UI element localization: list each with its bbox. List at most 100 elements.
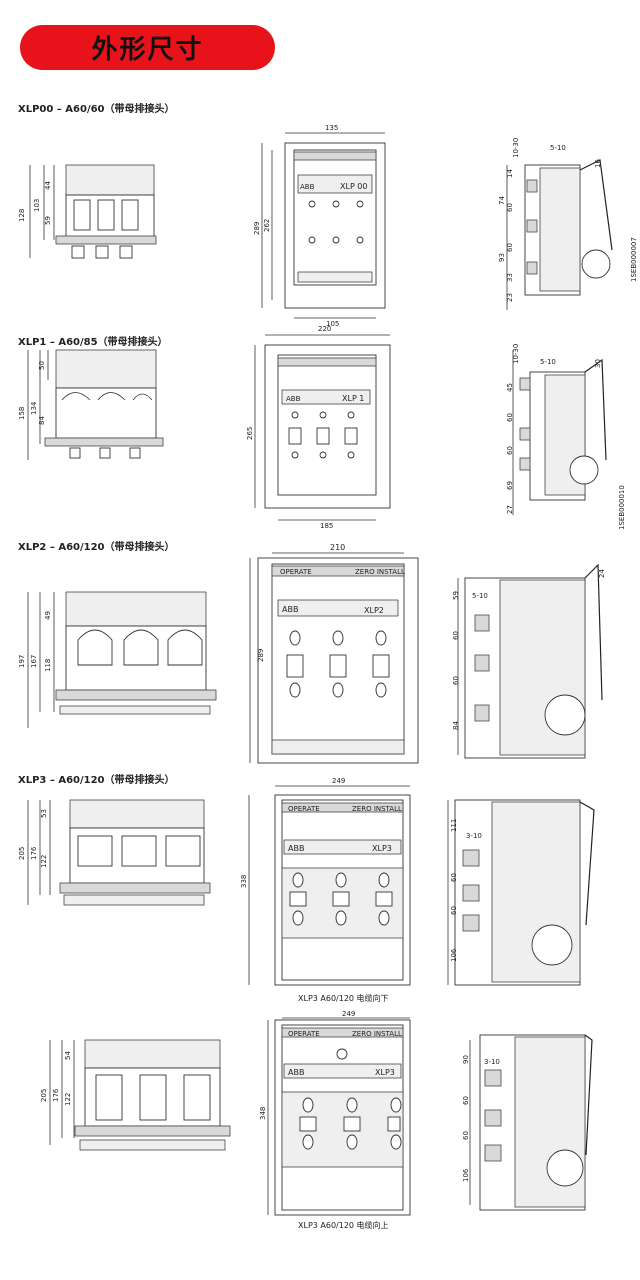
svg-text:60: 60 — [506, 413, 514, 422]
section-banner: 外形尺寸 — [20, 25, 275, 70]
xlp00-side-view: 128 103 44 59 — [18, 164, 157, 259]
svg-text:49: 49 — [44, 611, 52, 620]
svg-text:90: 90 — [462, 1055, 470, 1064]
svg-text:197: 197 — [18, 655, 26, 668]
svg-text:185: 185 — [320, 522, 333, 530]
xlp1-front-view: ABB XLP 1 220 185 265 — [246, 325, 391, 530]
svg-text:14: 14 — [506, 169, 514, 178]
xlp1-code: 1SEB000010 — [618, 485, 626, 530]
section-title-xlp2: XLP2 – A60/120（带母排接头） — [18, 542, 175, 553]
svg-text:60: 60 — [462, 1096, 470, 1105]
xlp00-dim-c: 59 — [44, 216, 52, 225]
xlp00-dim-width-bottom: 105 — [326, 320, 339, 328]
xlp00-dim-width-top: 135 — [325, 124, 338, 132]
svg-text:ZERO INSTALL: ZERO INSTALL — [355, 568, 405, 576]
svg-text:84: 84 — [452, 721, 460, 730]
svg-text:176: 176 — [30, 846, 38, 860]
svg-text:OPERATE: OPERATE — [280, 568, 312, 576]
svg-text:176: 176 — [52, 1088, 60, 1102]
svg-text:74: 74 — [498, 196, 506, 205]
svg-text:60: 60 — [450, 873, 458, 882]
caption-cable-down: XLP3 A60/120 电缆向下 — [298, 994, 389, 1003]
xlp1-right-view: 10-30 5-10 30 45 60 60 69 27 1SEB000010 — [506, 344, 626, 530]
xlp2-front-label: XLP2 — [364, 606, 384, 615]
svg-text:60: 60 — [506, 446, 514, 455]
svg-text:ABB: ABB — [286, 395, 301, 403]
svg-text:111: 111 — [450, 819, 458, 832]
svg-text:60: 60 — [452, 676, 460, 685]
svg-text:60: 60 — [450, 906, 458, 915]
svg-text:210: 210 — [330, 543, 345, 552]
svg-text:ABB: ABB — [288, 844, 304, 853]
svg-text:122: 122 — [40, 855, 48, 868]
svg-text:ZERO INSTALL: ZERO INSTALL — [352, 805, 402, 813]
svg-text:60: 60 — [452, 631, 460, 640]
svg-text:60: 60 — [506, 243, 514, 252]
svg-text:122: 122 — [64, 1093, 72, 1106]
xlp1-front-label: XLP 1 — [342, 394, 364, 403]
xlp2-front-view: OPERATE ZERO INSTALL ABB XLP2 210 289 — [249, 543, 419, 764]
svg-text:106: 106 — [462, 1168, 470, 1182]
svg-text:60: 60 — [506, 203, 514, 212]
svg-text:5-10: 5-10 — [472, 592, 488, 600]
svg-text:106: 106 — [450, 948, 458, 962]
svg-text:5-10: 5-10 — [540, 358, 556, 366]
svg-text:167: 167 — [30, 655, 38, 668]
section-title-xlp1: XLP1 – A60/85（带母排接头） — [18, 337, 168, 348]
xlp00-dim-h-outer: 289 — [253, 222, 261, 235]
banner-title: 外形尺寸 — [91, 35, 204, 65]
xlp3-up-front-view: OPERATE ZERO INSTALL ABB XLP3 249 348 — [259, 1010, 411, 1216]
svg-text:118: 118 — [44, 659, 52, 672]
svg-text:53: 53 — [40, 809, 48, 818]
xlp3-down-side-view: 205 176 53 122 — [18, 799, 211, 906]
svg-text:158: 158 — [18, 407, 26, 420]
section-title-xlp00: XLP00 – A60/60（带母排接头） — [18, 104, 175, 115]
svg-text:ABB: ABB — [282, 605, 298, 614]
xlp00-code: 1SEB000007 — [630, 237, 638, 282]
svg-text:249: 249 — [342, 1010, 355, 1018]
svg-text:3-10: 3-10 — [466, 832, 482, 840]
xlp3-up-front-label: XLP3 — [375, 1068, 395, 1077]
svg-text:OPERATE: OPERATE — [288, 1030, 320, 1038]
xlp00-dim-a: 103 — [33, 199, 41, 212]
caption-cable-up: XLP3 A60/120 电缆向上 — [298, 1221, 389, 1230]
svg-text:3-10: 3-10 — [484, 1058, 500, 1066]
svg-text:30: 30 — [594, 359, 602, 368]
xlp3-down-right-view: 111 3-10 60 60 106 — [447, 799, 595, 986]
svg-text:10-30: 10-30 — [512, 138, 520, 158]
svg-text:338: 338 — [240, 875, 248, 888]
svg-text:ZERO INSTALL: ZERO INSTALL — [352, 1030, 402, 1038]
svg-text:205: 205 — [18, 847, 26, 860]
xlp00-front-label: XLP 00 — [340, 182, 367, 191]
xlp2-right-view: 24 5-10 59 60 60 84 — [452, 563, 606, 759]
xlp2-side-view: 197 167 49 118 — [18, 591, 217, 728]
xlp3-up-side-view: 205 176 54 122 — [40, 1039, 231, 1151]
svg-text:220: 220 — [318, 325, 331, 333]
xlp00-dim-b: 44 — [44, 181, 52, 190]
svg-text:348: 348 — [259, 1107, 267, 1120]
svg-text:54: 54 — [64, 1051, 72, 1060]
xlp3-down-front-label: XLP3 — [372, 844, 392, 853]
svg-text:134: 134 — [30, 401, 38, 415]
svg-text:60: 60 — [462, 1131, 470, 1140]
xlp00-right-view: 10-30 5-10 16 14 74 60 60 93 33 23 1SEB0… — [498, 138, 638, 310]
svg-text:OPERATE: OPERATE — [288, 805, 320, 813]
svg-text:265: 265 — [246, 427, 254, 440]
svg-text:24: 24 — [598, 569, 606, 578]
svg-text:10-30: 10-30 — [512, 344, 520, 364]
svg-text:249: 249 — [332, 777, 345, 785]
svg-text:16: 16 — [594, 159, 602, 168]
svg-text:84: 84 — [38, 416, 46, 425]
svg-text:69: 69 — [506, 481, 514, 490]
svg-text:27: 27 — [506, 505, 514, 514]
xlp3-up-right-view: 90 3-10 60 60 106 — [462, 1034, 593, 1211]
svg-text:59: 59 — [452, 591, 460, 600]
section-title-xlp3: XLP3 – A60/120（带母排接头） — [18, 775, 175, 786]
xlp3-down-front-view: OPERATE ZERO INSTALL ABB XLP3 249 338 — [240, 777, 411, 986]
svg-text:50: 50 — [38, 361, 46, 370]
svg-text:93: 93 — [498, 253, 506, 262]
xlp00-dim-total: 128 — [18, 209, 26, 222]
svg-text:ABB: ABB — [288, 1068, 304, 1077]
svg-text:289: 289 — [257, 649, 265, 662]
